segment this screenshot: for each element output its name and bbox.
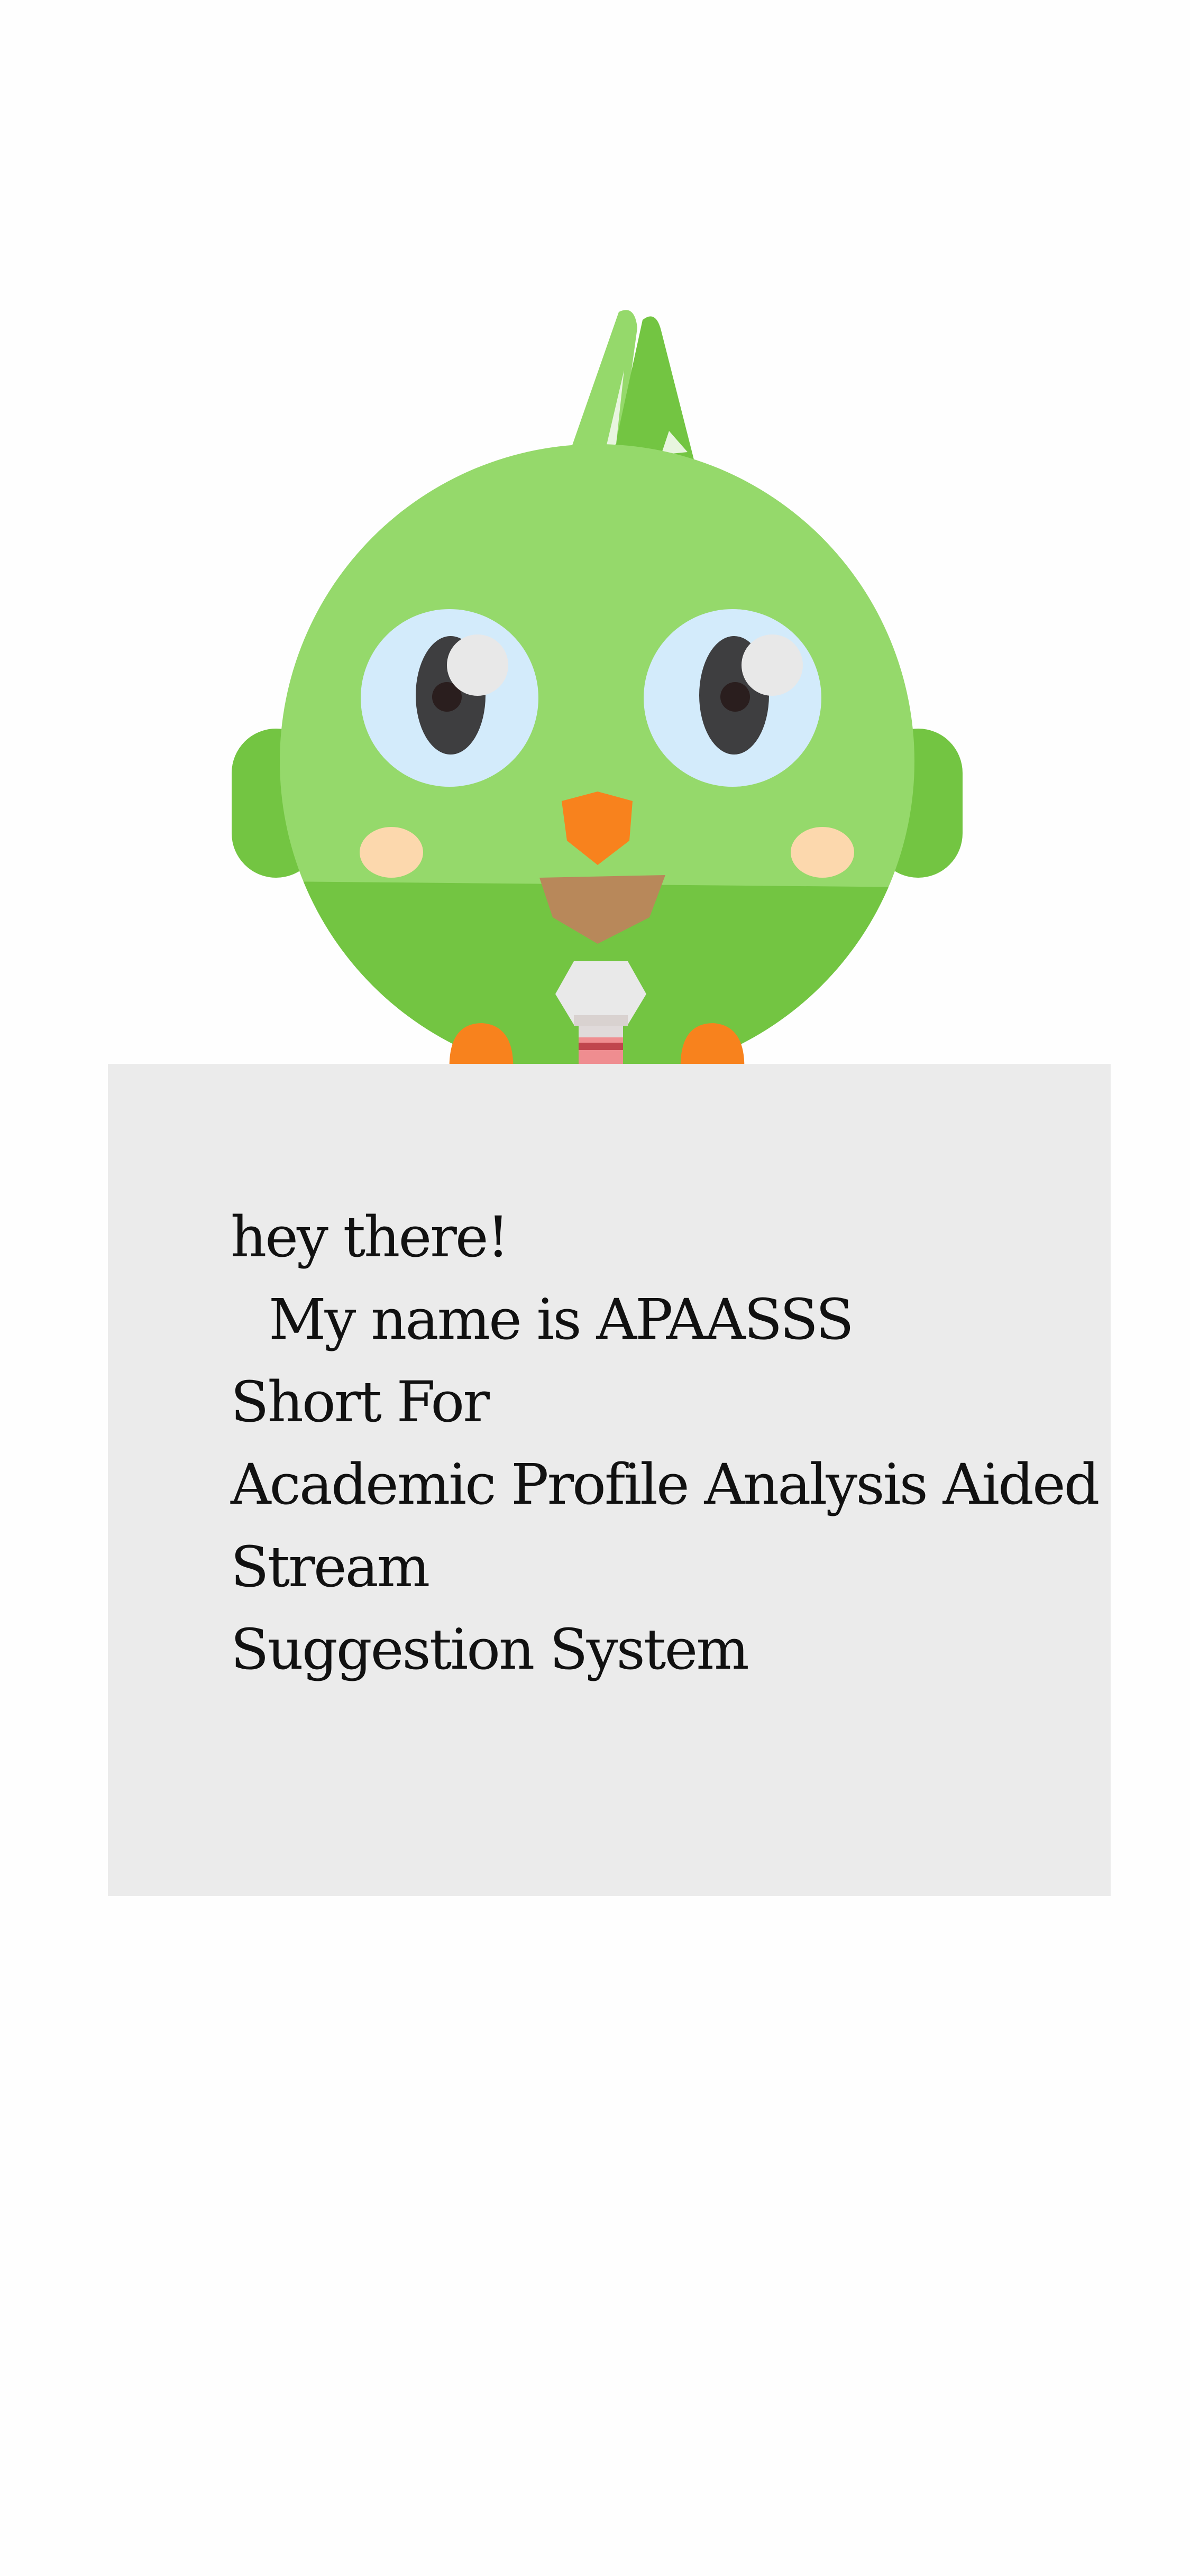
greeting-line: hey there!	[231, 1204, 509, 1269]
name-line: My name is APAASSS	[269, 1287, 854, 1352]
right-eye	[644, 609, 821, 787]
acronym-line-3: Suggestion System	[231, 1617, 749, 1682]
acronym-line-1: Academic Profile Analysis Aided	[231, 1452, 1100, 1517]
mascot-illustration	[232, 310, 963, 1163]
right-cheek	[791, 827, 854, 878]
intro-text: hey there! My name is APAASSS Short For …	[231, 1196, 1100, 1691]
left-cheek	[360, 827, 423, 878]
intro-sign: hey there! My name is APAASSS Short For …	[108, 1064, 1111, 1896]
left-eye	[361, 609, 538, 787]
short-for-line: Short For	[231, 1369, 490, 1434]
beak	[539, 792, 665, 944]
acronym-line-2: Stream	[231, 1534, 430, 1599]
